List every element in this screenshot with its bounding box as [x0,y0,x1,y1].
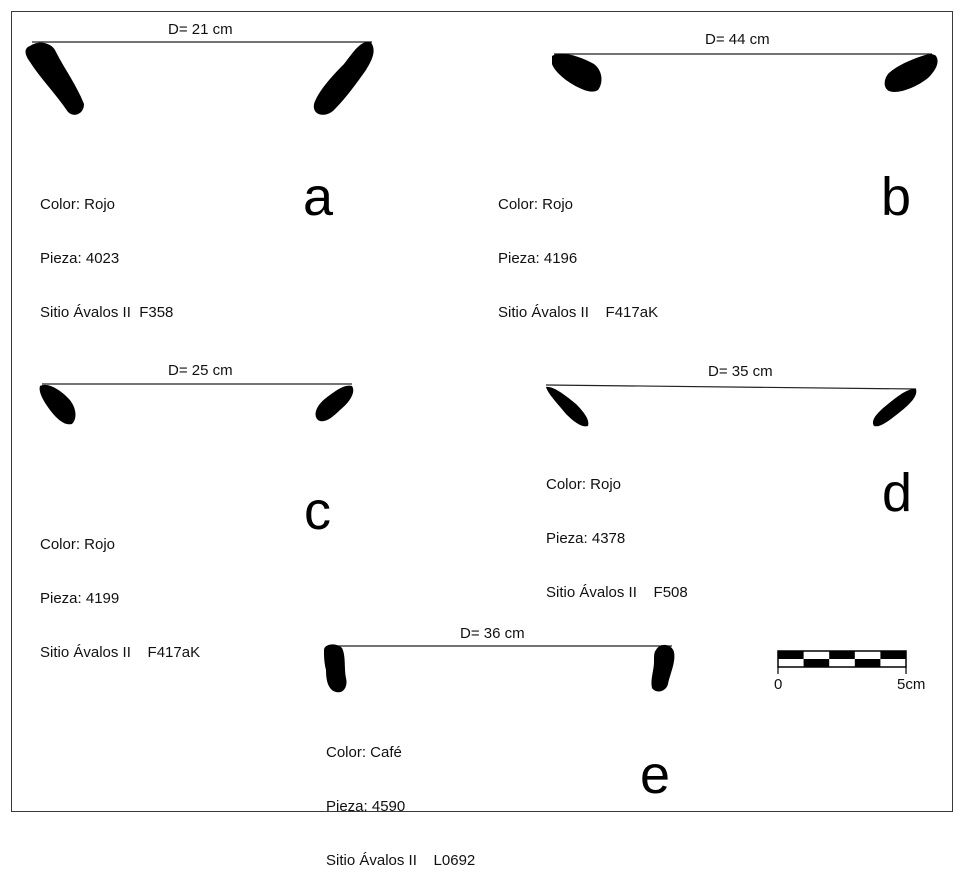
sitio-label-b: Sitio Ávalos II F417aK [498,304,659,321]
diameter-line-d [545,384,917,390]
color-label-c: Color: Rojo [40,536,116,553]
panel-letter-a: a [303,167,334,227]
info-block-c: Color: Rojo Pieza: 4199 Sitio Ávalos II … [40,500,200,680]
rim-profile-b-left [552,53,602,92]
diameter-label-e: D= 36 cm [460,625,525,642]
rim-profile-c-left [39,384,76,425]
panel-letter-d: d [882,463,913,523]
info-block-a: Color: Rojo Pieza: 4023 Sitio Ávalos II … [40,160,173,340]
pieza-label-b: Pieza: 4196 [498,250,578,267]
rim-profile-d-left [546,386,589,427]
info-block-d: Color: Rojo Pieza: 4378 Sitio Ávalos II … [546,440,688,620]
pieza-label-d: Pieza: 4378 [546,530,626,547]
sitio-label-a: Sitio Ávalos II F358 [40,304,174,321]
pieza-label-c: Pieza: 4199 [40,590,120,607]
sitio-label-c: Sitio Ávalos II F417aK [40,644,201,661]
sitio-label-e: Sitio Ávalos II L0692 [326,852,476,869]
color-label-b: Color: Rojo [498,196,574,213]
sitio-label-d: Sitio Ávalos II F508 [546,584,688,601]
color-label-a: Color: Rojo [40,196,116,213]
info-block-b: Color: Rojo Pieza: 4196 Sitio Ávalos II … [498,160,658,340]
scale-end-label: 5cm [897,676,926,693]
panel-letter-c: c [304,481,331,541]
color-label-e: Color: Café [326,744,402,761]
pieza-label-e: Pieza: 4590 [326,798,406,815]
rim-profile-b-right [884,54,938,92]
scale-bar [777,650,907,674]
diameter-label-c: D= 25 cm [168,362,233,379]
rim-profile-e-right [651,644,675,692]
scale-start-label: 0 [774,676,783,693]
rim-profile-e-left [324,644,347,693]
diameter-label-d: D= 35 cm [708,363,773,380]
pieza-label-a: Pieza: 4023 [40,250,120,267]
rim-profile-a-right [313,41,374,115]
panel-letter-b: b [881,167,912,227]
sherd-profiles [25,41,938,693]
rim-profile-d-right [872,388,917,427]
panel-letter-e: e [640,745,671,805]
diameter-label-b: D= 44 cm [705,31,770,48]
color-label-d: Color: Rojo [546,476,622,493]
figure-frame [11,11,953,812]
rim-profile-c-right [315,385,354,422]
info-block-e: Color: Café Pieza: 4590 Sitio Ávalos II … [326,708,475,888]
diameter-label-a: D= 21 cm [168,21,233,38]
rim-profile-a-left [25,42,84,115]
